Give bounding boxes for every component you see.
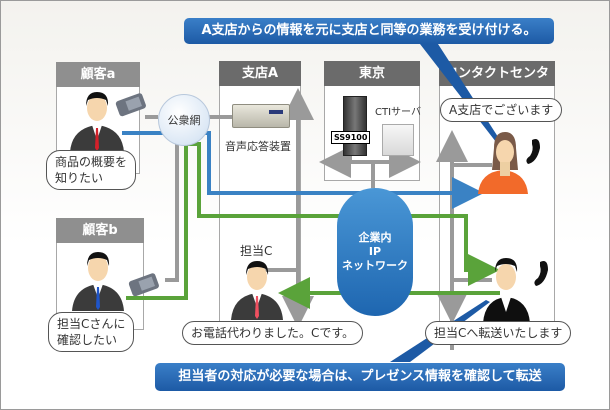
customer-b-avatar: [72, 252, 124, 311]
bubble-operator-2: 担当Cへ転送いたします: [425, 321, 572, 345]
bubble-customer-a-line-1: 商品の概要を: [55, 155, 128, 169]
bubble-customer-b: 担当Cさんに 確認したい: [48, 312, 135, 352]
bubble-customer-b-line-2: 確認したい: [57, 333, 118, 347]
panel-title-contact-center: コンタクトセンタ: [439, 61, 555, 86]
bubble-operator-1: A支店でございます: [440, 98, 563, 122]
ss9100-server-icon: [343, 96, 367, 156]
bubble-customer-a-line-2: 知りたい: [55, 171, 104, 185]
ip-network-label-3: ネットワーク: [342, 259, 408, 272]
ip-network: 企業内 IP ネットワーク: [337, 188, 413, 316]
phone-b-icon: [128, 273, 159, 297]
ip-network-label-1: 企業内: [358, 231, 392, 244]
operator-1-avatar: [478, 132, 528, 194]
public-network-label: 公衆網: [167, 114, 201, 127]
top-callout: A支店からの情報を元に支店と同等の業務を受け付ける。: [184, 18, 554, 44]
cti-server-icon: [382, 124, 414, 156]
bubble-customer-a: 商品の概要を 知りたい: [46, 150, 137, 190]
operator-2-avatar: [483, 258, 530, 323]
panel-title-customer-b: 顧客b: [56, 218, 144, 243]
staff-c-avatar: [231, 261, 283, 320]
ivr-device-icon: [232, 104, 290, 128]
panel-title-branch-a: 支店A: [219, 61, 301, 86]
operator-1-handset-icon: [526, 139, 540, 164]
green-route-to-operator-2: [186, 142, 500, 286]
staff-c-label: 担当C: [240, 244, 273, 258]
bubble-staff-c: お電話代わりました。Cです。: [182, 321, 364, 345]
public-network: 公衆網: [158, 94, 210, 146]
bubble-customer-b-line-1: 担当Cさんに: [57, 317, 126, 331]
bottom-callout: 担当者の対応が必要な場合は、プレゼンス情報を確認して転送: [155, 363, 565, 391]
line-pubnet-to-phone-b: [165, 144, 179, 282]
ip-network-label-2: IP: [368, 245, 382, 258]
panel-title-tokyo: 東京: [324, 61, 420, 86]
customer-a-avatar: [70, 92, 124, 152]
operator-2-handset-icon: [534, 261, 548, 286]
panel-title-customer-a: 顧客a: [56, 62, 140, 87]
ivr-label: 音声応答装置: [225, 140, 291, 153]
ss9100-label: SS9100: [331, 131, 371, 144]
phone-a-icon: [115, 93, 146, 117]
cti-server-label: CTIサーバ: [375, 107, 421, 118]
green-route-from-phone-b: [126, 144, 188, 300]
